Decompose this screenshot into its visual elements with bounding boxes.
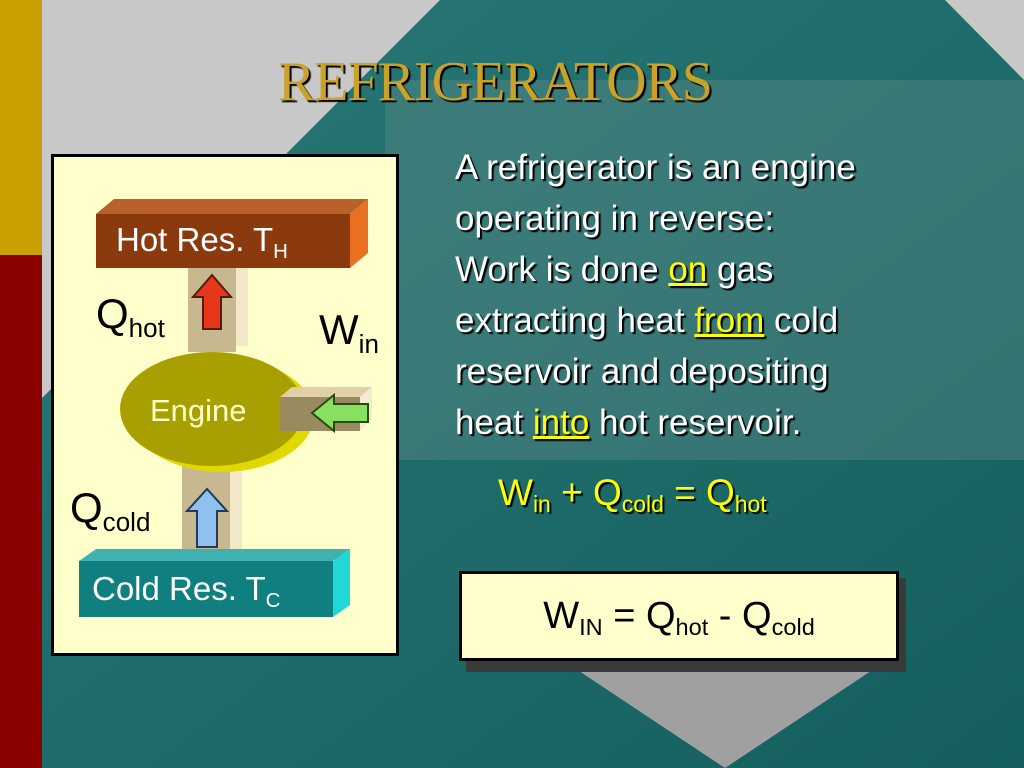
diamond-panel xyxy=(385,80,1024,460)
engine-label: Engine xyxy=(150,393,247,428)
highlight-on: on xyxy=(668,250,708,289)
diagram-graphic xyxy=(79,199,372,617)
slide-title: REFRIGERATORS xyxy=(277,51,713,113)
work-equation-box: WIN = Qhot - Qcold xyxy=(459,571,899,661)
hot-reservoir-block xyxy=(96,199,368,268)
description-text: A refrigerator is an engine operating in… xyxy=(455,142,995,448)
description-line-2: operating in reverse: xyxy=(455,199,775,238)
gray-triangle-top-right xyxy=(945,0,1024,80)
hot-reservoir-label: Hot Res. TH xyxy=(116,221,288,264)
highlight-from: from xyxy=(694,301,765,340)
energy-equation: Win + Qcold = Qhot xyxy=(498,472,767,517)
description-line-3: Work is done on gas xyxy=(455,250,774,289)
red-side-bar xyxy=(0,255,42,768)
engine-shape xyxy=(120,352,314,472)
q-cold-label: Qcold xyxy=(70,484,151,538)
refrigerator-diagram: Hot Res. TH Engine Cold Res. TC Qhot Qco… xyxy=(51,154,399,656)
w-in-label: Win xyxy=(319,306,379,360)
description-line-1: A refrigerator is an engine xyxy=(455,148,856,187)
cold-arrow-icon xyxy=(184,487,230,548)
description-line-6: heat into hot reservoir. xyxy=(455,403,802,442)
gray-triangle-bottom xyxy=(570,665,880,768)
work-arrow-icon xyxy=(310,392,369,434)
highlight-into: into xyxy=(532,403,590,442)
gold-side-bar xyxy=(0,0,42,255)
description-line-5: reservoir and depositing xyxy=(455,352,829,391)
cold-reservoir-label: Cold Res. TC xyxy=(92,570,281,613)
cold-reservoir-block xyxy=(79,549,350,617)
description-line-4: extracting heat from cold xyxy=(455,301,839,340)
q-hot-label: Qhot xyxy=(96,290,165,344)
hot-arrow-icon xyxy=(190,273,234,330)
